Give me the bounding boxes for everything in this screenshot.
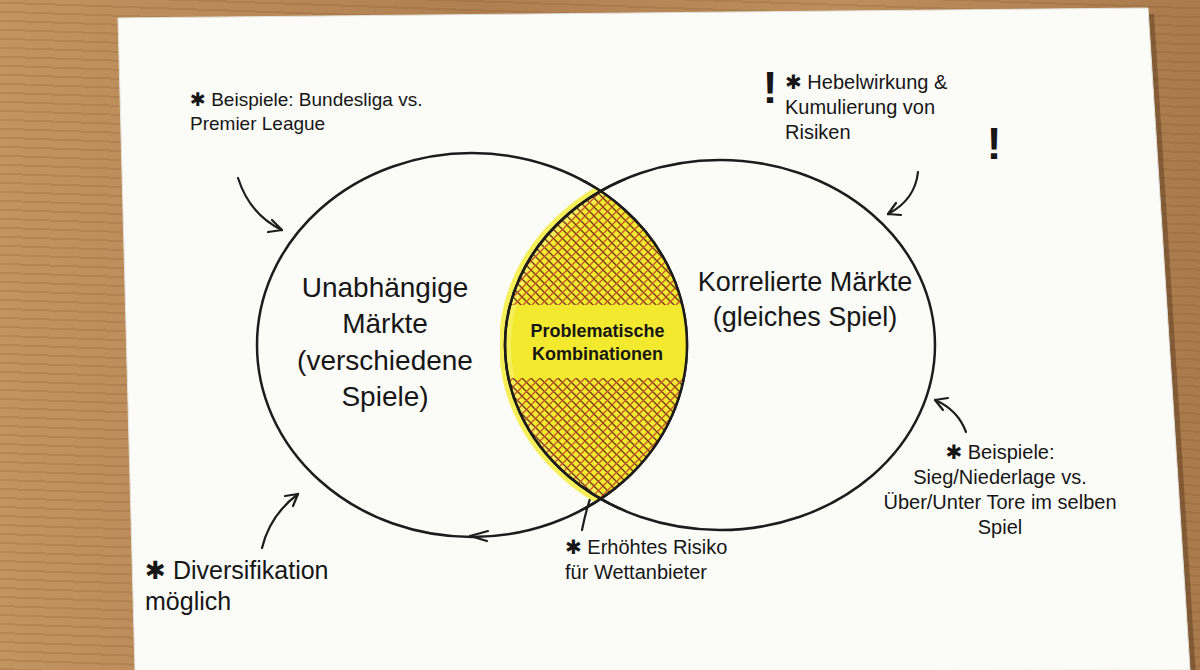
- overlap-lens: Problematische Kombinationen: [500, 180, 695, 510]
- annotation-note: ✱ Erhöhtes Risiko für Wettanbieter: [565, 535, 735, 585]
- annotation-note: ✱ Hebelwirkung & Kumulierung von Risiken: [785, 70, 980, 145]
- venn-circle: Korrelierte Märkte (gleiches Spiel): [503, 158, 937, 532]
- circle-label: Problematische Kombinationen: [515, 320, 680, 365]
- annotation-note: ✱ Diversifikation möglich: [145, 555, 395, 618]
- circle-label: Unabhängige Märkte (verschiedene Spiele): [280, 270, 490, 416]
- circle-outline: [503, 158, 937, 532]
- exclamation-mark: !: [982, 116, 1006, 171]
- annotation-note: ✱ Beispiele: Bundesliga vs. Premier Leag…: [190, 88, 430, 136]
- exclamation-mark: !: [758, 60, 782, 115]
- circle-label: Korrelierte Märkte (gleiches Spiel): [690, 265, 920, 335]
- annotation-note: ✱ Beispiele: Sieg/Niederlage vs. Über/Un…: [880, 440, 1120, 540]
